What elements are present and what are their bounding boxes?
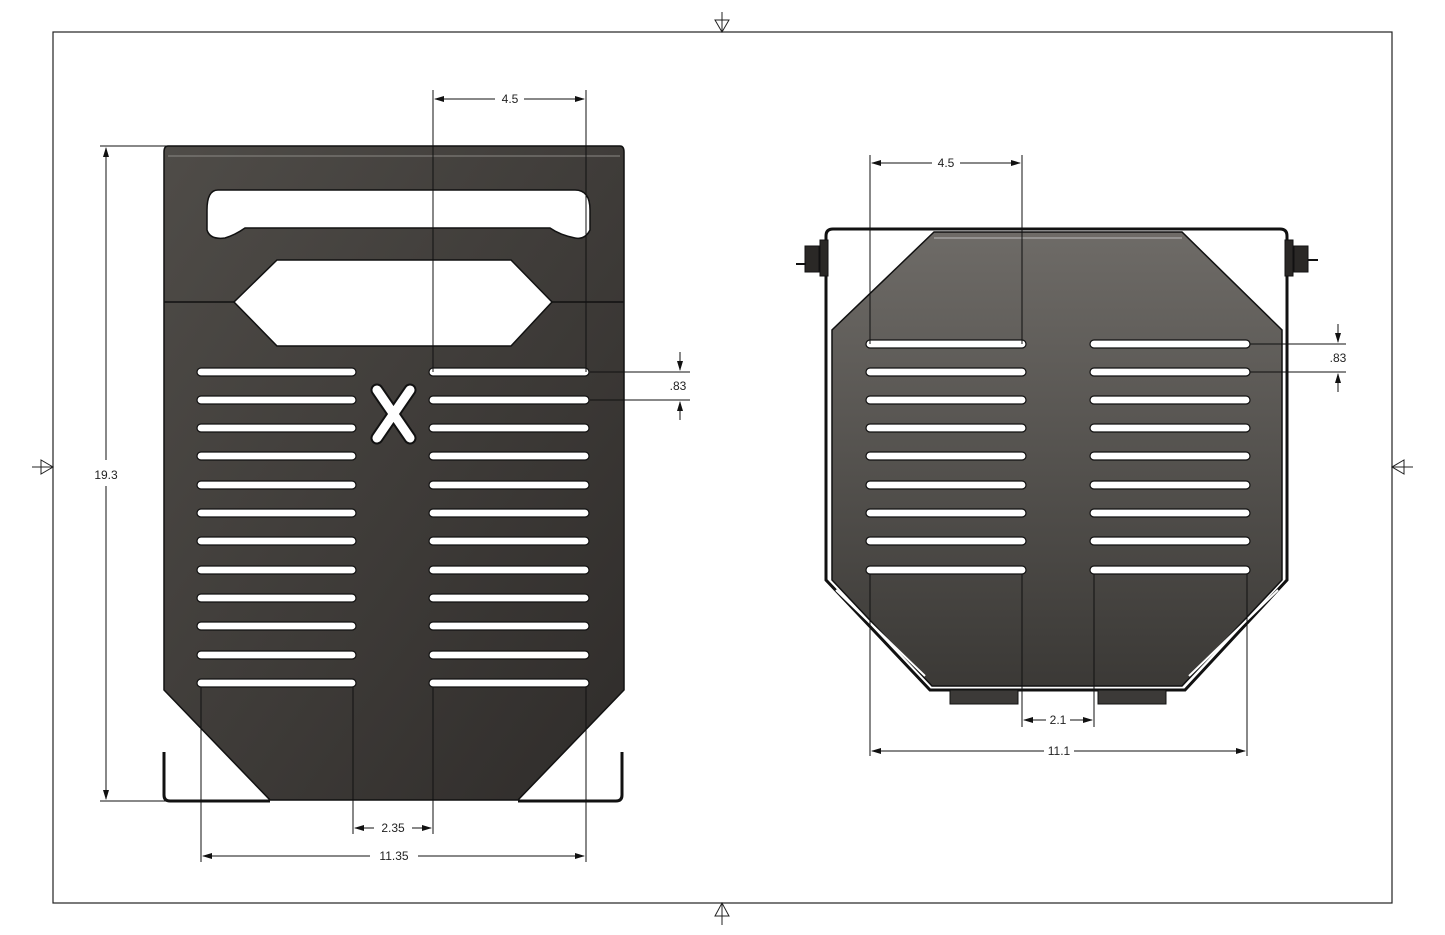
hex-cutout [232,259,554,347]
dim-right-center-gap: 2.1 [1050,713,1067,727]
center-mark-bottom-icon [714,901,730,925]
dim-overall-height: 19.3 [94,468,118,482]
left-plate [163,145,625,801]
dim-left-overall-slot-width: 11.35 [379,849,408,863]
left-view [162,145,625,803]
left-slots-col1 [196,367,357,688]
center-mark-top-icon [714,12,730,33]
dim-right-slot-length: 4.5 [938,156,955,170]
right-clamp-icon [1284,239,1318,277]
left-slots-col2 [428,367,590,688]
wire-frame [824,227,1289,692]
right-slots-col2 [1089,339,1251,575]
dim-left-center-gap: 2.35 [381,821,405,835]
dim-right-slot-pitch: .83 [1330,351,1347,365]
x-logo-icon [370,383,417,445]
dim-left-slot-length: 4.5 [502,92,519,106]
bottom-tabs [949,689,1167,705]
handle-slot [206,189,591,240]
right-dimensions [869,155,1346,756]
left-clamp-icon [796,239,829,277]
dim-left-slot-pitch: .83 [670,379,687,393]
center-mark-left-icon [32,459,54,475]
right-view [796,227,1318,705]
left-dimensions [100,90,690,862]
dim-right-overall-slot-width: 11.1 [1048,744,1071,758]
right-slots-col1 [865,339,1027,575]
center-mark-right-icon [1391,459,1413,475]
